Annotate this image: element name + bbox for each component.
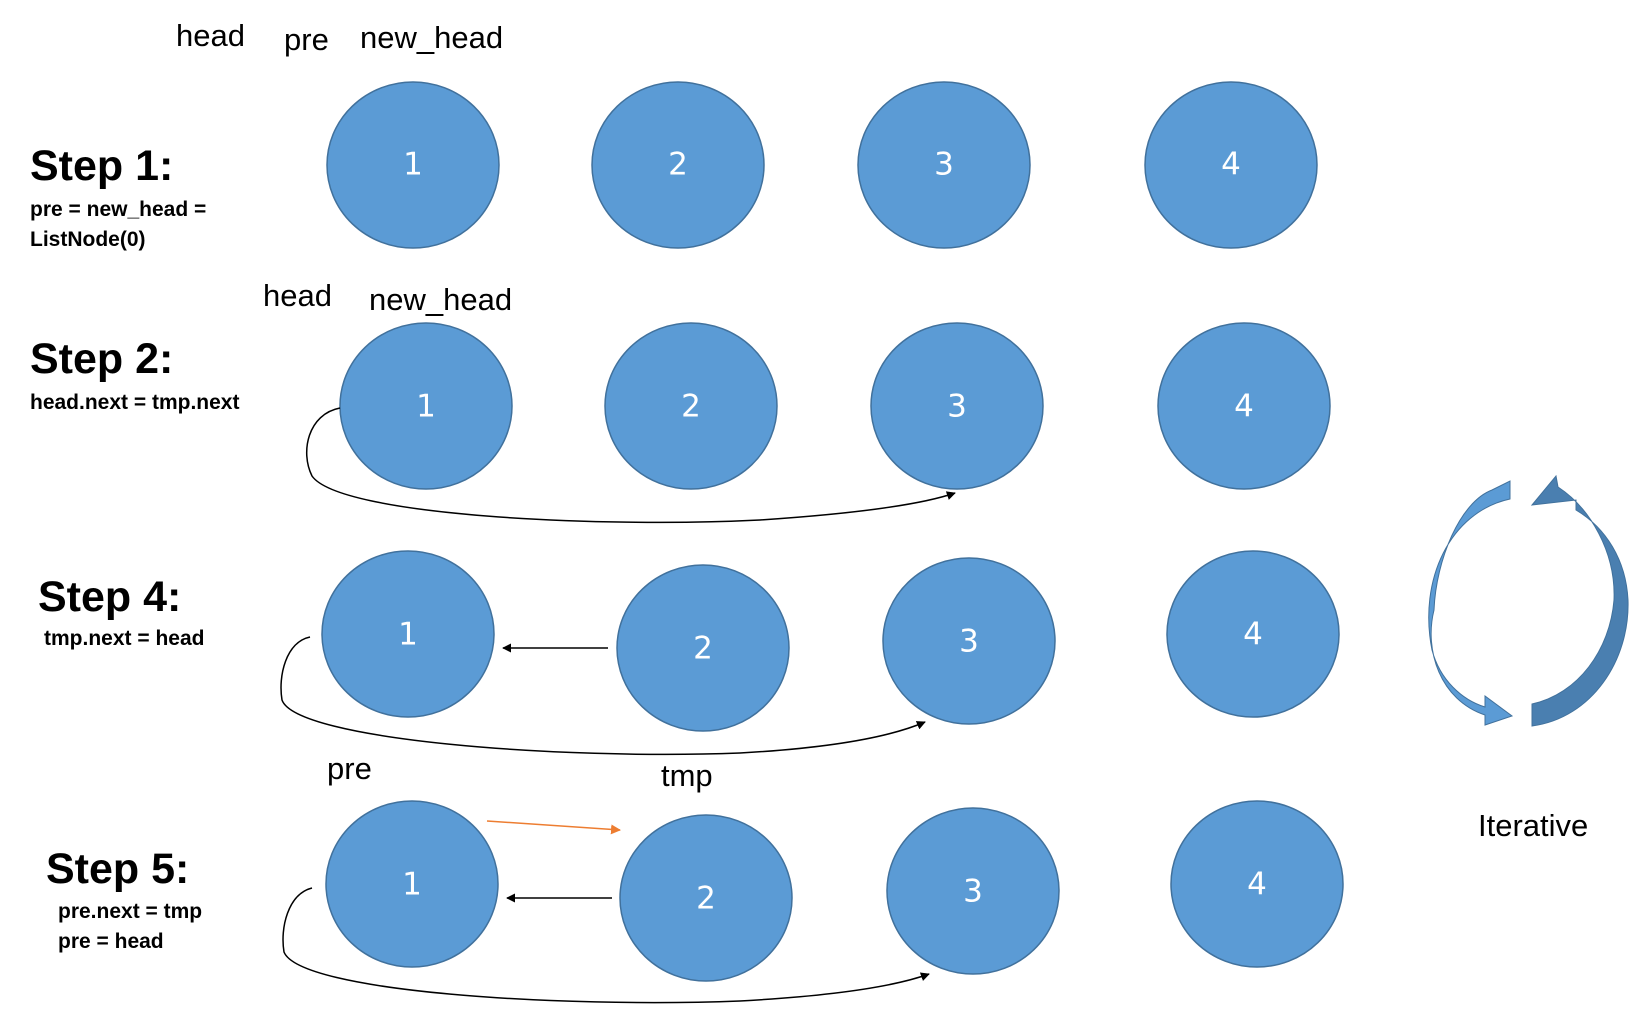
step5-node-2-label: 2: [696, 881, 716, 917]
step5-node-3: 3: [886, 807, 1060, 975]
step4-line-1: tmp.next = head: [44, 627, 205, 650]
step4-node-3: 3: [882, 557, 1056, 725]
step5-link-1-to-3: [282, 887, 930, 1004]
step2-node-3-label: 3: [947, 389, 967, 425]
step4-node-4: 4: [1166, 550, 1340, 718]
step1-node-3: 3: [857, 81, 1031, 249]
step5-node-1-label: 1: [402, 867, 422, 903]
cycle-label: Iterative: [1478, 808, 1589, 843]
step2-node-1: 1: [339, 322, 513, 490]
step1-node-4: 4: [1144, 81, 1318, 249]
step4-description: tmp.next = head: [44, 624, 204, 654]
step4-node-1: 1: [321, 550, 495, 718]
step2-link-1-to-3: [305, 407, 956, 524]
step5-title: Step 5:: [46, 845, 190, 893]
cycle-left-arrow: [1428, 480, 1514, 726]
step2-node-4-label: 4: [1234, 389, 1254, 425]
cycle-right-arrow: [1530, 474, 1629, 727]
step5-pointer-tmp: tmp: [661, 758, 713, 793]
step4-node-2-label: 2: [693, 631, 713, 667]
step2-description: head.next = tmp.next: [30, 388, 239, 418]
step2-node-3: 3: [870, 322, 1044, 490]
step1-pointer-head: head: [176, 18, 245, 53]
step2-pointer-head: head: [263, 278, 332, 313]
step5-node-2: 2: [619, 814, 793, 982]
step4-node-4-label: 4: [1243, 617, 1263, 653]
step5-node-4-label: 4: [1247, 867, 1267, 903]
step1-line-1: pre = new_head =: [30, 198, 207, 221]
step2-pointer-new-head: new_head: [369, 282, 513, 317]
step5-node-3-label: 3: [963, 874, 983, 910]
step4-title: Step 4:: [38, 573, 182, 621]
step5-line-2: pre = head: [58, 930, 164, 953]
step2-line-1: head.next = tmp.next: [30, 391, 240, 414]
step1-node-1: 1: [326, 81, 500, 249]
step5-description: pre.next = tmp pre = head: [58, 897, 202, 957]
step5-node-4: 4: [1170, 800, 1344, 968]
step2-node-1-label: 1: [416, 389, 436, 425]
step4-link-1-to-3: [280, 636, 926, 756]
step1-node-2: 2: [591, 81, 765, 249]
step5-line-1: pre.next = tmp: [58, 900, 203, 923]
step1-pointer-pre: pre: [284, 22, 329, 57]
step1-title: Step 1:: [30, 142, 174, 190]
step1-node-4-label: 4: [1221, 147, 1241, 183]
step1-line-2: ListNode(0): [30, 228, 146, 251]
step2-node-2: 2: [604, 322, 778, 490]
step4-node-2: 2: [616, 564, 790, 732]
step4-node-3-label: 3: [959, 624, 979, 660]
step4-node-1-label: 1: [398, 617, 418, 653]
step1-node-1-label: 1: [403, 147, 423, 183]
step1-node-3-label: 3: [934, 147, 954, 183]
step2-node-4: 4: [1157, 322, 1331, 490]
step2-node-2-label: 2: [681, 389, 701, 425]
iterative-cycle-icon: [1428, 474, 1629, 727]
step1-description: pre = new_head = ListNode(0): [30, 195, 206, 255]
step5-pointer-pre: pre: [327, 751, 372, 786]
step1-pointer-new-head: new_head: [360, 20, 504, 55]
step5-node-1: 1: [325, 800, 499, 968]
step2-title: Step 2:: [30, 335, 174, 383]
step1-node-2-label: 2: [668, 147, 688, 183]
step5-orange-arrow: [486, 820, 621, 835]
